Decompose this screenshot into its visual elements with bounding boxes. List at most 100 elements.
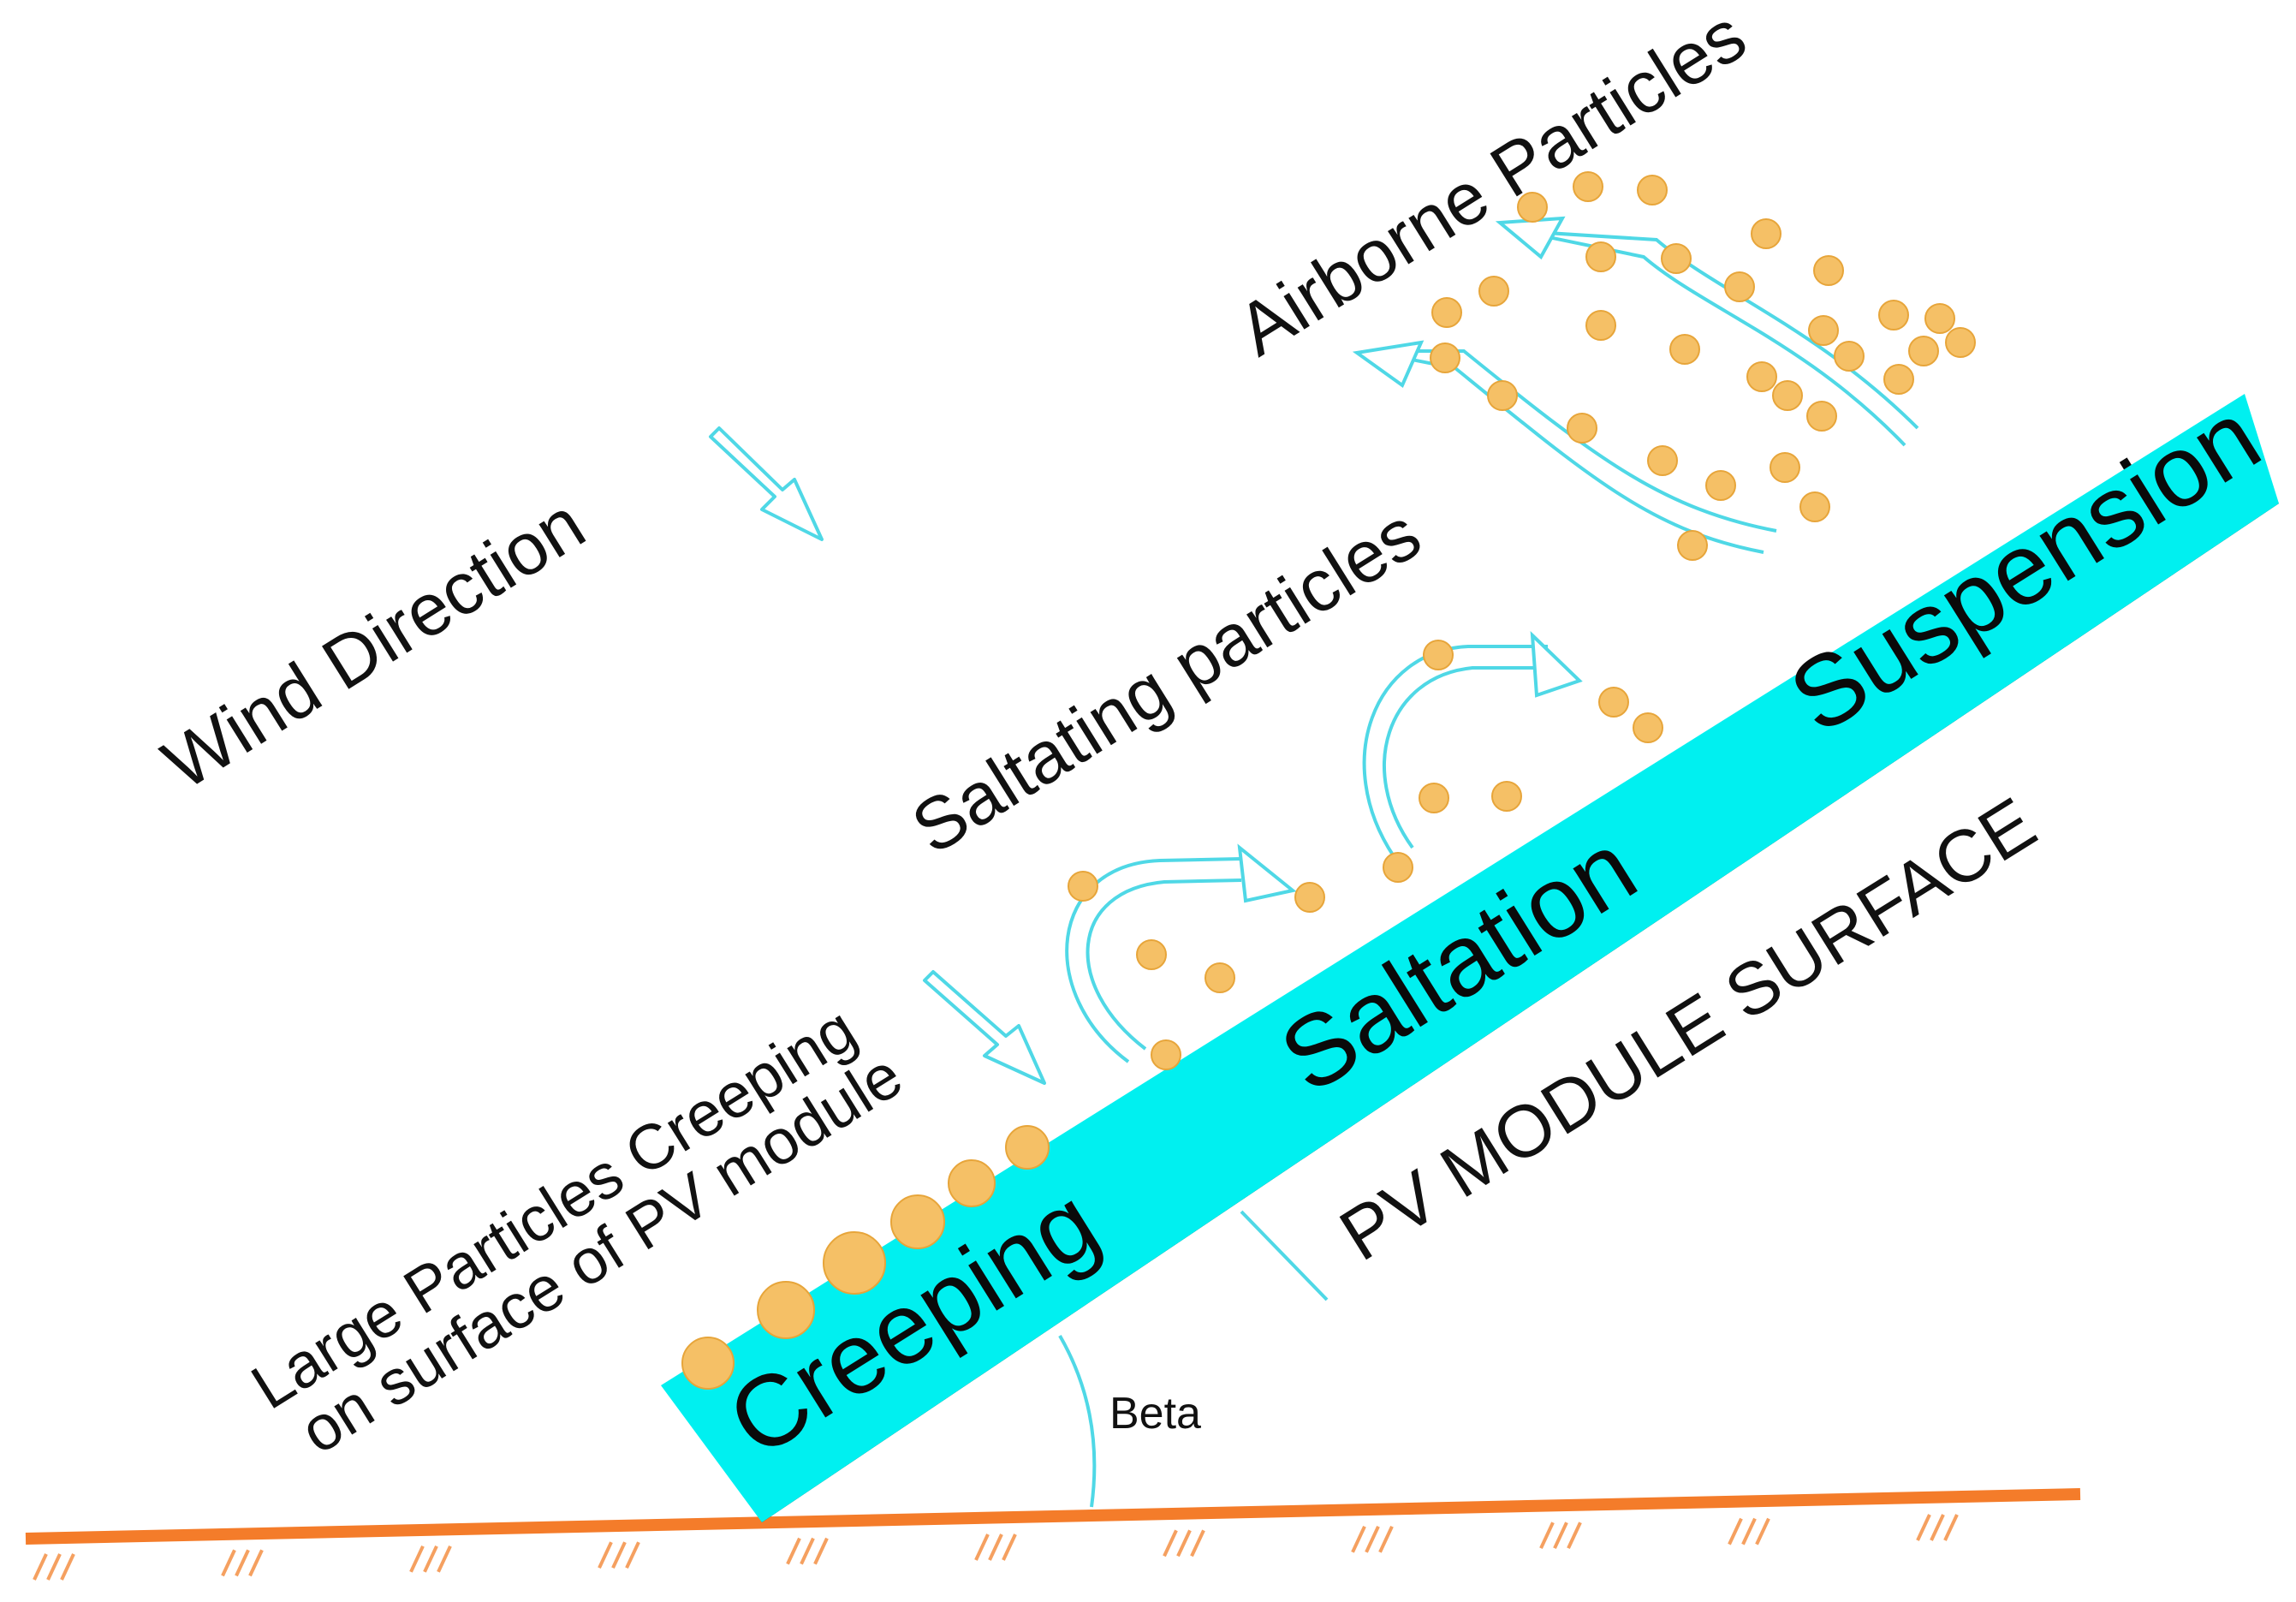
ground-hatch-mark: [1190, 1529, 1205, 1557]
airborne-particle: [1808, 315, 1839, 346]
ground-hatch-mark: [1351, 1525, 1366, 1553]
ground-hatch-mark: [409, 1545, 425, 1573]
suspension-arrowhead-icon-2: [1495, 216, 1566, 260]
ground-hatch-mark: [786, 1537, 801, 1565]
saltating-particle: [1151, 1039, 1181, 1070]
ground-hatch-mark: [1378, 1525, 1394, 1553]
airborne-particle: [1724, 271, 1755, 302]
saltating-particle: [1136, 939, 1167, 970]
airborne-particle: [1772, 380, 1803, 411]
ground-hatching: [33, 1514, 1959, 1581]
ground-hatch-mark: [60, 1553, 75, 1581]
saltation-curved-arrow-icon-1-inner: [1065, 857, 1242, 1063]
saltating-particle: [1633, 712, 1663, 743]
ground-hatch-mark: [611, 1541, 627, 1569]
creeping-particle: [890, 1194, 945, 1249]
ground-hatch-mark: [1943, 1514, 1959, 1541]
ground-hatch-mark: [1930, 1514, 1945, 1541]
suspension-arrowhead-icon-1: [1352, 340, 1425, 389]
airborne-particle: [1878, 300, 1909, 331]
ground-hatch-mark: [813, 1537, 829, 1565]
airborne-particle: [1908, 336, 1939, 366]
suspension-wavy-arrow-icon-2: [1519, 229, 1906, 447]
ground-hatch-mark: [248, 1549, 264, 1577]
airborne-particle: [1585, 241, 1616, 272]
creeping-particle: [823, 1231, 886, 1295]
airborne-particle: [1585, 310, 1616, 341]
wind-direction-arrow-icon: [709, 426, 824, 541]
saltating-particle: [1423, 640, 1454, 670]
airborne-particle: [1813, 255, 1844, 286]
ground-hatch-mark: [437, 1545, 452, 1573]
airborne-particles-label: Airborne Particles: [1223, 0, 1759, 372]
airborne-particle: [1647, 445, 1678, 476]
saltating-particle: [1598, 687, 1629, 718]
airborne-particle: [1661, 243, 1692, 274]
wind-direction-label: Wind Direction: [149, 482, 598, 806]
airborne-particle: [1430, 342, 1460, 373]
airborne-particle: [1770, 452, 1800, 483]
saltating-particle: [1383, 852, 1413, 883]
saltating-particle: [1068, 871, 1098, 902]
airborne-particle: [1677, 530, 1708, 561]
ground-hatch-mark: [988, 1534, 1003, 1561]
ground-hatch-mark: [33, 1553, 48, 1581]
ground-hatch-mark: [1163, 1529, 1178, 1557]
particles: [681, 171, 1976, 1390]
ground-hatch-mark: [1916, 1514, 1931, 1541]
ground-hatch-mark: [974, 1534, 990, 1561]
airborne-particle: [1945, 327, 1976, 358]
saltating-particles-label: Saltating particles: [898, 492, 1435, 870]
ground-hatch-mark: [46, 1553, 62, 1581]
airborne-particle: [1517, 192, 1548, 223]
saltating-particle: [1491, 781, 1522, 812]
airborne-particle: [1746, 361, 1777, 392]
ground-line: [25, 1488, 2081, 1545]
saltation-curved-arrow-icon-2: [1383, 666, 1548, 849]
pv-module: [661, 394, 2279, 1522]
ground-hatch-mark: [1553, 1522, 1568, 1550]
airborne-particle: [1924, 303, 1955, 334]
airborne-particle: [1669, 334, 1700, 365]
saltating-particle: [1419, 783, 1449, 813]
airborne-particle: [1799, 491, 1830, 522]
saltation-curved-arrow-icon-1: [1086, 878, 1242, 1051]
airborne-particle: [1487, 380, 1518, 411]
creeping-particle: [757, 1281, 815, 1339]
saltation-arrowhead-icon-2: [1530, 630, 1583, 698]
pv-module-panel: [661, 394, 2279, 1522]
ground-hatch-mark: [1365, 1525, 1380, 1553]
airborne-particle: [1806, 401, 1837, 432]
ground-hatch-mark: [1002, 1534, 1017, 1561]
ground-hatch-mark: [1728, 1517, 1743, 1545]
ground-hatch-mark: [1567, 1522, 1582, 1550]
saltating-particle: [1294, 882, 1325, 913]
ground-hatch-mark: [423, 1545, 438, 1573]
airborne-particle: [1431, 297, 1462, 328]
airborne-particle: [1478, 276, 1509, 307]
ground-hatch-mark: [598, 1541, 613, 1569]
creeping-particle: [681, 1337, 735, 1390]
suspension-wavy-arrow-icon-2-inner: [1519, 229, 1919, 430]
creeping-arrow-icon: [923, 970, 1046, 1085]
ground-hatch-mark: [1176, 1529, 1192, 1557]
airborne-particle: [1751, 218, 1781, 249]
creeping-particle: [948, 1159, 996, 1207]
band-label-suspension: Suspension: [1771, 379, 2279, 755]
saltation-curved-arrow-icon-2-inner: [1362, 645, 1548, 858]
airborne-particle: [1573, 171, 1603, 202]
ground-hatch-mark: [800, 1537, 815, 1565]
airborne-particle: [1883, 364, 1914, 395]
airborne-particle: [1567, 413, 1597, 444]
ground-hatch-mark: [1755, 1517, 1770, 1545]
suspension-wavy-arrow-icon-1-inner: [1368, 349, 1777, 533]
beta-angle-arc: [1058, 1335, 1097, 1508]
airborne-particle: [1834, 341, 1865, 372]
airborne-particle: [1637, 175, 1668, 205]
ground-hatch-mark: [625, 1541, 640, 1569]
saltation-arrowhead-icon-1: [1237, 843, 1297, 903]
ground-hatch-mark: [1539, 1522, 1555, 1550]
ground-hatch-mark: [1741, 1517, 1757, 1545]
saltating-particle: [1205, 962, 1235, 993]
